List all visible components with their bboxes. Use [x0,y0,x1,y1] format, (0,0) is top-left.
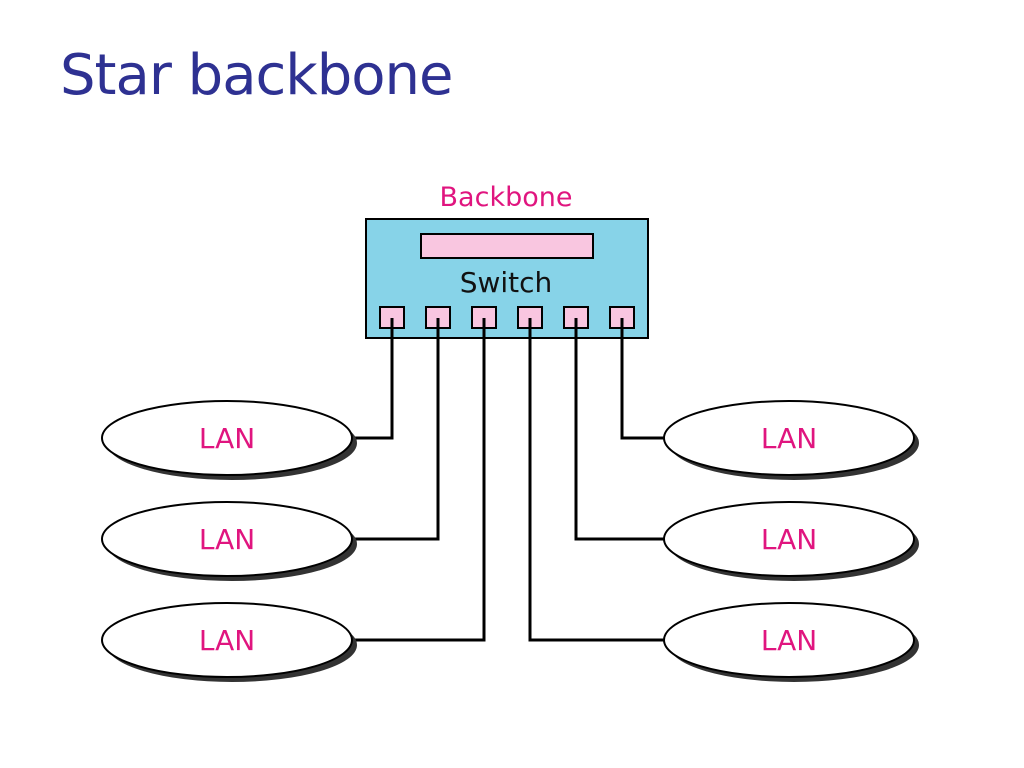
lan-label: LAN [761,422,817,455]
lan-label: LAN [199,523,255,556]
backbone-label: Backbone [440,182,573,213]
link-port3-lan-left-3 [352,318,486,642]
lan-label: LAN [761,624,817,657]
slide-title: Star backbone [60,43,453,108]
link-port6-lan-right-1 [620,318,668,440]
lan-label: LAN [199,422,255,455]
lan-left-3: LAN [101,602,357,682]
link-port5-lan-right-2 [574,318,668,541]
backbone-switch: Switch [365,218,649,339]
lan-right-1: LAN [663,400,919,480]
link-port4-lan-right-3 [528,318,668,642]
lan-right-2: LAN [663,501,919,581]
lan-label: LAN [761,523,817,556]
link-port2-lan-left-2 [352,318,440,541]
switch-label: Switch [460,266,553,299]
link-port1-lan-left-1 [352,318,394,440]
switch-display [420,233,594,259]
lan-left-2: LAN [101,501,357,581]
lan-label: LAN [199,624,255,657]
lan-right-3: LAN [663,602,919,682]
lan-left-1: LAN [101,400,357,480]
